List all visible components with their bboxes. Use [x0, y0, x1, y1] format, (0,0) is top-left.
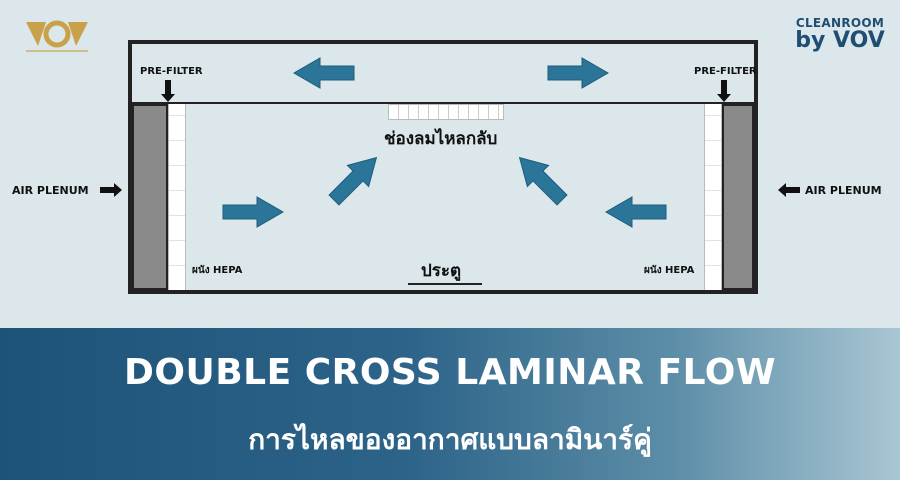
left-plenum-wall — [132, 104, 168, 290]
return-air-grille — [388, 104, 504, 120]
room-left-diagonal-flow-arrow-icon — [322, 146, 388, 212]
brand-line2: by VOV — [795, 28, 885, 53]
right-hepa-wall — [704, 104, 722, 290]
banner-title: DOUBLE CROSS LAMINAR FLOW — [123, 352, 777, 393]
brand-line1: CLEANROOM — [795, 16, 885, 30]
air-plenum-left-arrow-icon — [100, 183, 122, 197]
hepa-right-label: ผนัง HEPA — [644, 265, 695, 276]
pre-filter-left-label: PRE-FILTER — [140, 66, 203, 77]
room-right-horizontal-flow-arrow-icon — [605, 196, 667, 228]
vov-gold-logo-icon — [26, 20, 88, 52]
air-plenum-left-label: AIR PLENUM — [12, 184, 89, 197]
left-hepa-wall — [168, 104, 186, 290]
room-left-horizontal-flow-arrow-icon — [222, 196, 284, 228]
hepa-left-label: ผนัง HEPA — [192, 265, 243, 276]
room-right-diagonal-flow-arrow-icon — [508, 146, 574, 212]
ceiling-right-flow-arrow-icon — [547, 57, 609, 89]
pre-filter-right-label: PRE-FILTER — [694, 66, 757, 77]
air-plenum-right-label: AIR PLENUM — [805, 184, 882, 197]
door-underline — [408, 283, 482, 285]
cleanroom-outline — [128, 40, 758, 294]
return-vent-label: ช่องลมไหลกลับ — [384, 129, 498, 149]
banner-subtitle: การไหลของอากาศแบบลามินาร์คู่ — [248, 423, 652, 456]
vov-logo — [22, 16, 92, 56]
air-plenum-right-arrow-icon — [778, 183, 800, 197]
cleanroom-by-vov-logo: CLEANROOM by VOV — [794, 16, 886, 64]
ceiling-left-flow-arrow-icon — [293, 57, 355, 89]
right-plenum-wall — [722, 104, 754, 290]
ceiling-divider — [132, 102, 754, 104]
door-label: ประตู — [421, 261, 462, 281]
title-banner — [0, 328, 900, 480]
pre-filter-right-arrow-icon — [717, 80, 731, 102]
pre-filter-left-arrow-icon — [161, 80, 175, 102]
airflow-arrows — [100, 57, 800, 228]
